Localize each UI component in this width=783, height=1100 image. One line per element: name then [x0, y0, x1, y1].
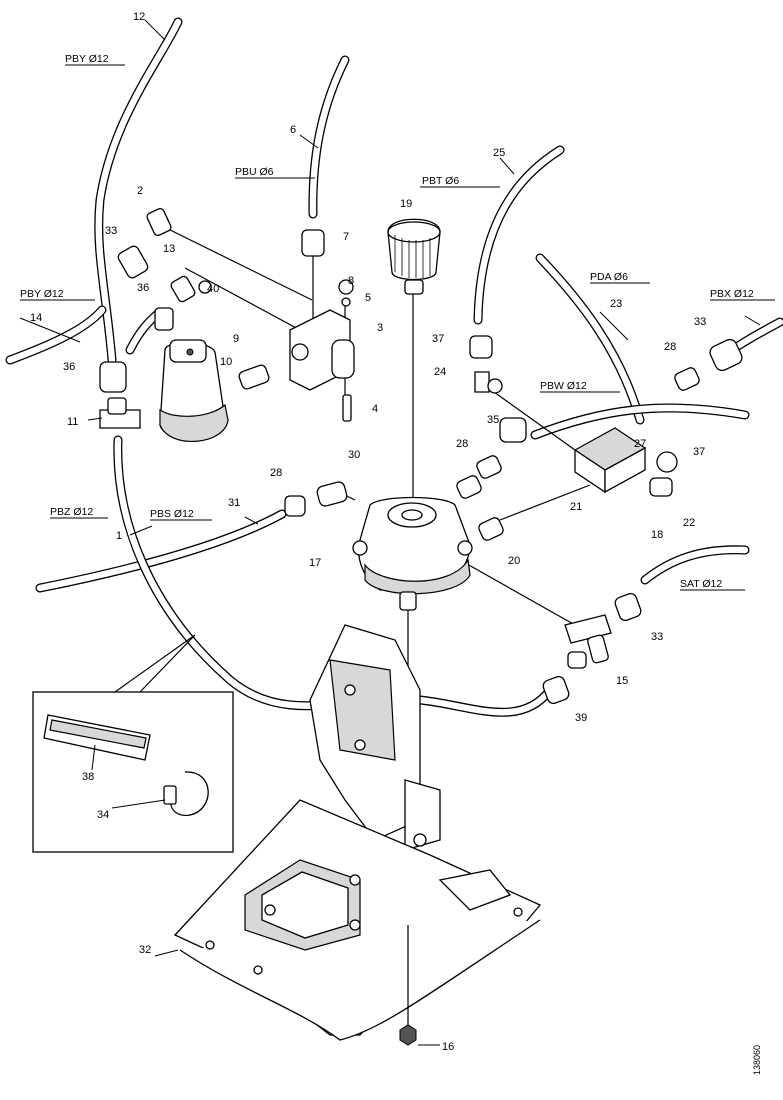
part-number: 7	[343, 231, 349, 243]
part-number: 28	[664, 341, 676, 353]
part-number: 27	[634, 438, 646, 450]
pipes	[5, 17, 783, 717]
part-number: 16	[442, 1041, 454, 1053]
part-number: 5	[365, 292, 371, 304]
part-number: 13	[163, 243, 175, 255]
part-number: 28	[270, 467, 282, 479]
part-number: 37	[693, 446, 705, 458]
tee-15	[564, 614, 612, 644]
part-number: 9	[233, 333, 239, 345]
label-pby-top: PBY Ø12	[65, 53, 109, 65]
part-number: 4	[372, 403, 378, 415]
label-pbt: PBT Ø6	[422, 175, 459, 187]
part-number: 14	[30, 312, 42, 324]
part-number: 33	[694, 316, 706, 328]
part-number: 15	[616, 675, 628, 687]
nut-16	[399, 925, 417, 1046]
detail-inset	[32, 634, 234, 853]
part-number: 40	[207, 283, 219, 295]
part-number: 1	[116, 530, 122, 542]
part-number: 35	[487, 414, 499, 426]
label-pbu: PBU Ø6	[235, 166, 274, 178]
part-number: 24	[434, 366, 446, 378]
fittings	[99, 207, 743, 704]
part-number: 17	[309, 557, 321, 569]
part-number: 6	[290, 124, 296, 136]
leader-lines	[19, 19, 775, 1046]
label-pbx: PBX Ø12	[710, 288, 754, 300]
part-number: 30	[348, 449, 360, 461]
part-number: 23	[610, 298, 622, 310]
part-number: 12	[133, 11, 145, 23]
part-number: 36	[137, 282, 149, 294]
part-number: 36	[63, 361, 75, 373]
part-number: 22	[683, 517, 695, 529]
part-number: 8	[348, 275, 354, 287]
part-number: 28	[456, 438, 468, 450]
label-pbw: PBW Ø12	[540, 380, 587, 392]
part-number: 2	[137, 185, 143, 197]
part-number: 18	[651, 529, 663, 541]
part-number: 38	[82, 771, 94, 783]
label-pda: PDA Ø6	[590, 271, 628, 283]
part-number: 32	[139, 944, 151, 956]
part-number: 19	[400, 198, 412, 210]
part-number: 31	[228, 497, 240, 509]
part-number: 39	[575, 712, 587, 724]
part-number: 21	[570, 501, 582, 513]
part-number: 25	[493, 147, 505, 159]
part-number: 33	[105, 225, 117, 237]
label-pbs: PBS Ø12	[150, 508, 194, 520]
part-number: 20	[508, 555, 520, 567]
part-number: 10	[220, 356, 232, 368]
drawing-reference: 138060	[752, 1045, 762, 1075]
pipe-labels: PBY Ø12 PBU Ø6 PBT Ø6 PBY Ø12 PDA Ø6 PBX…	[20, 53, 754, 590]
part-number: 3	[377, 322, 383, 334]
label-pbz: PBZ Ø12	[50, 506, 93, 518]
part-number: 33	[651, 631, 663, 643]
mounting-bracket	[309, 624, 441, 851]
label-sat: SAT Ø12	[680, 578, 722, 590]
part-number: 34	[97, 809, 109, 821]
part-number: 11	[67, 416, 78, 428]
label-pby-left: PBY Ø12	[20, 288, 64, 300]
part-number: 37	[432, 333, 444, 345]
base-plate-32	[173, 799, 542, 1041]
pipe-31	[35, 509, 287, 593]
part-numbers: 12 6 25 19 2 7 33 13 8 5 36 40 3 14 36 9…	[30, 11, 706, 1053]
